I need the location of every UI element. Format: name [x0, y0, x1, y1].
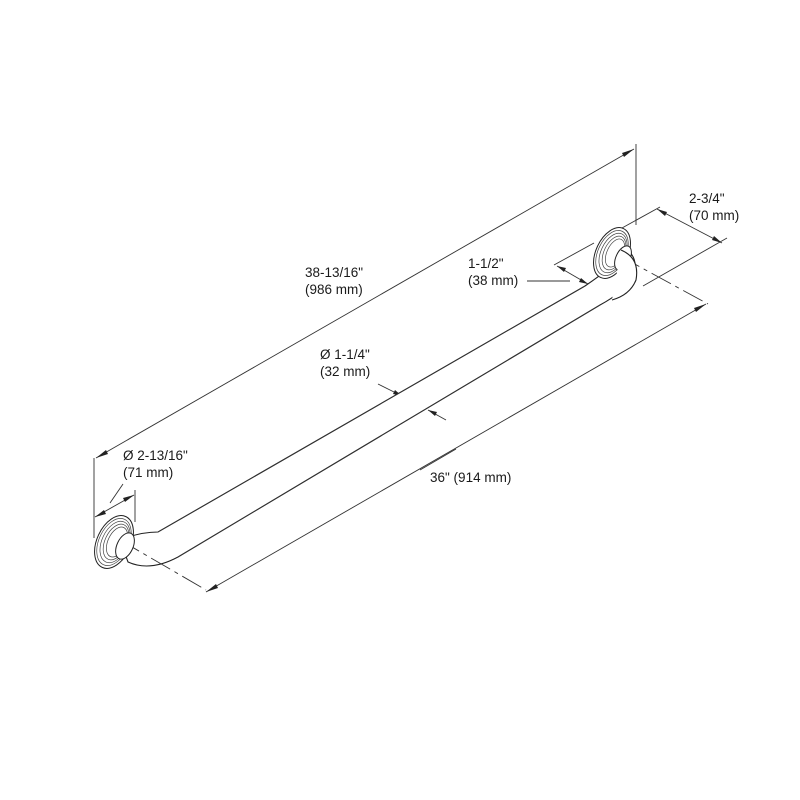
- wall-clearance-imperial: 1-1/2": [468, 256, 504, 271]
- wall-clearance-label: 1-1/2" (38 mm): [468, 255, 518, 289]
- overall-length-imperial: 38-13/16": [305, 265, 364, 280]
- projection-metric: (70 mm): [689, 208, 740, 223]
- projection-label: 2-3/4" (70 mm): [689, 190, 739, 224]
- tube-diameter-imperial: Ø 1-1/4": [320, 347, 370, 362]
- tube-diameter-label: Ø 1-1/4" (32 mm): [320, 346, 370, 380]
- center-to-center-label: 36" (914 mm): [430, 469, 511, 486]
- overall-length-dimension: [93, 144, 637, 538]
- flange-diameter-metric: (71 mm): [123, 465, 174, 480]
- tube-diameter-metric: (32 mm): [320, 364, 371, 379]
- overall-length-metric: (986 mm): [305, 282, 363, 297]
- right-flange: [593, 227, 638, 301]
- flange-diameter-dimension: [94, 483, 136, 522]
- center-to-center-dimension: [205, 303, 707, 593]
- projection-imperial: 2-3/4": [689, 191, 725, 206]
- projection-dimension: [621, 206, 728, 287]
- center-to-center-value: 36" (914 mm): [430, 470, 512, 485]
- flange-diameter-imperial: Ø 2-13/16": [123, 448, 188, 463]
- flange-diameter-label: Ø 2-13/16" (71 mm): [123, 447, 188, 481]
- grab-bar-tube: [119, 249, 636, 567]
- left-flange: [94, 515, 135, 569]
- overall-length-label: 38-13/16" (986 mm): [305, 264, 363, 298]
- wall-clearance-metric: (38 mm): [468, 273, 519, 288]
- center-line: [119, 539, 207, 591]
- wall-clearance-dimension: [527, 242, 595, 285]
